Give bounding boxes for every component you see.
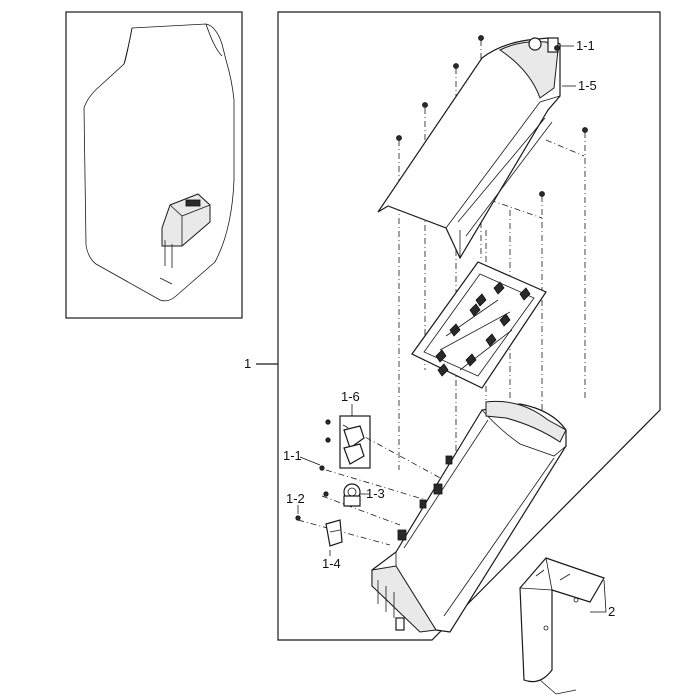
callout-leaders <box>297 45 607 613</box>
thermostat-group <box>325 415 371 469</box>
duct-cover-part <box>377 37 561 260</box>
callout-bracket-part: 1-4 <box>322 556 341 571</box>
inset-frame <box>65 11 243 319</box>
heater-housing <box>371 400 567 633</box>
callout-fuse: 1-3 <box>366 486 385 501</box>
callout-screw-left: 1-1 <box>283 448 302 463</box>
mounting-bracket-part <box>519 557 605 695</box>
fuse-part <box>343 483 361 507</box>
callout-screw-top: 1-1 <box>576 38 595 53</box>
callout-assembly: 1 <box>244 356 252 371</box>
side-screws <box>295 465 329 521</box>
heater-coil-plate <box>411 261 547 389</box>
callout-screw-small: 1-2 <box>286 491 305 506</box>
cover-screws <box>396 35 588 197</box>
inset-dryer-silhouette <box>83 23 235 302</box>
small-bracket-part <box>325 519 343 547</box>
callout-bracket: 2 <box>608 604 616 619</box>
callout-thermostat-group: 1-6 <box>341 389 360 404</box>
callout-duct-cover: 1-5 <box>578 78 597 93</box>
assembly-frame <box>256 11 661 641</box>
inset-heater-assembly <box>159 193 211 285</box>
